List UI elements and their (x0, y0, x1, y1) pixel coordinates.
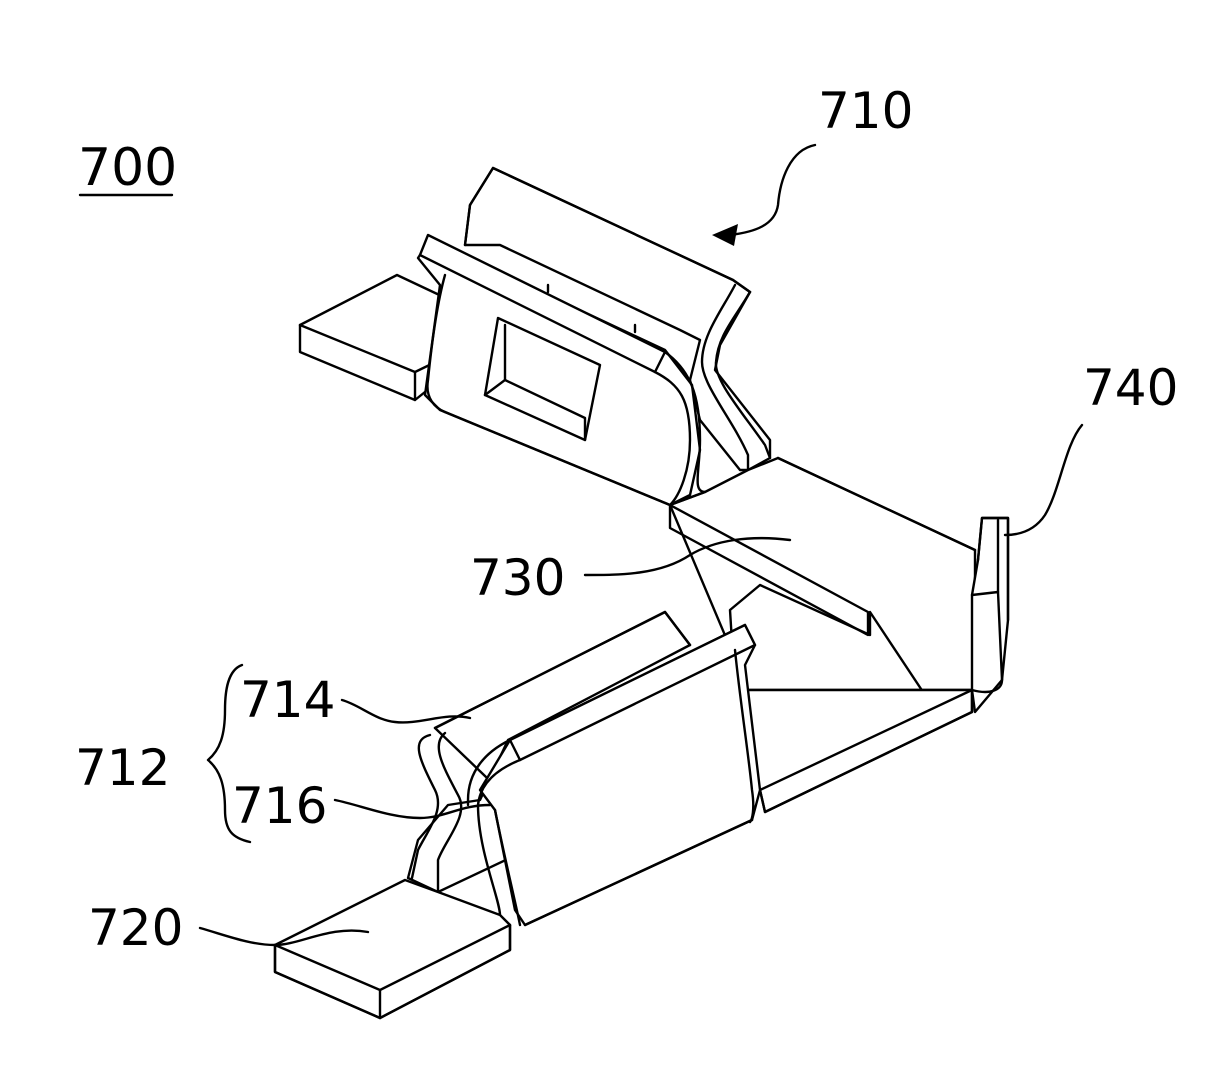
leader-740 (1003, 423, 1084, 537)
label-712: 712 (75, 739, 170, 797)
brace-712 (206, 663, 252, 844)
upper-front-wall (416, 233, 707, 507)
label-714: 714 (240, 671, 335, 729)
leader-720 (198, 926, 370, 947)
right-tab (970, 516, 1010, 714)
label-710: 710 (818, 82, 913, 140)
leader-710 (728, 143, 817, 237)
leader-730 (583, 536, 792, 577)
leader-lines (198, 143, 1084, 947)
label-720: 720 (88, 899, 183, 957)
lower-foot-pad (273, 878, 512, 1020)
figure-number: 700 (78, 138, 177, 198)
lower-long-bar (733, 688, 974, 814)
lower-spring-arm (406, 610, 762, 927)
label-716: 716 (232, 777, 327, 835)
leader-716 (333, 798, 492, 820)
arrowhead-710 (712, 224, 738, 246)
label-740: 740 (1083, 359, 1178, 417)
label-730: 730 (470, 549, 565, 607)
leader-714 (340, 698, 472, 724)
